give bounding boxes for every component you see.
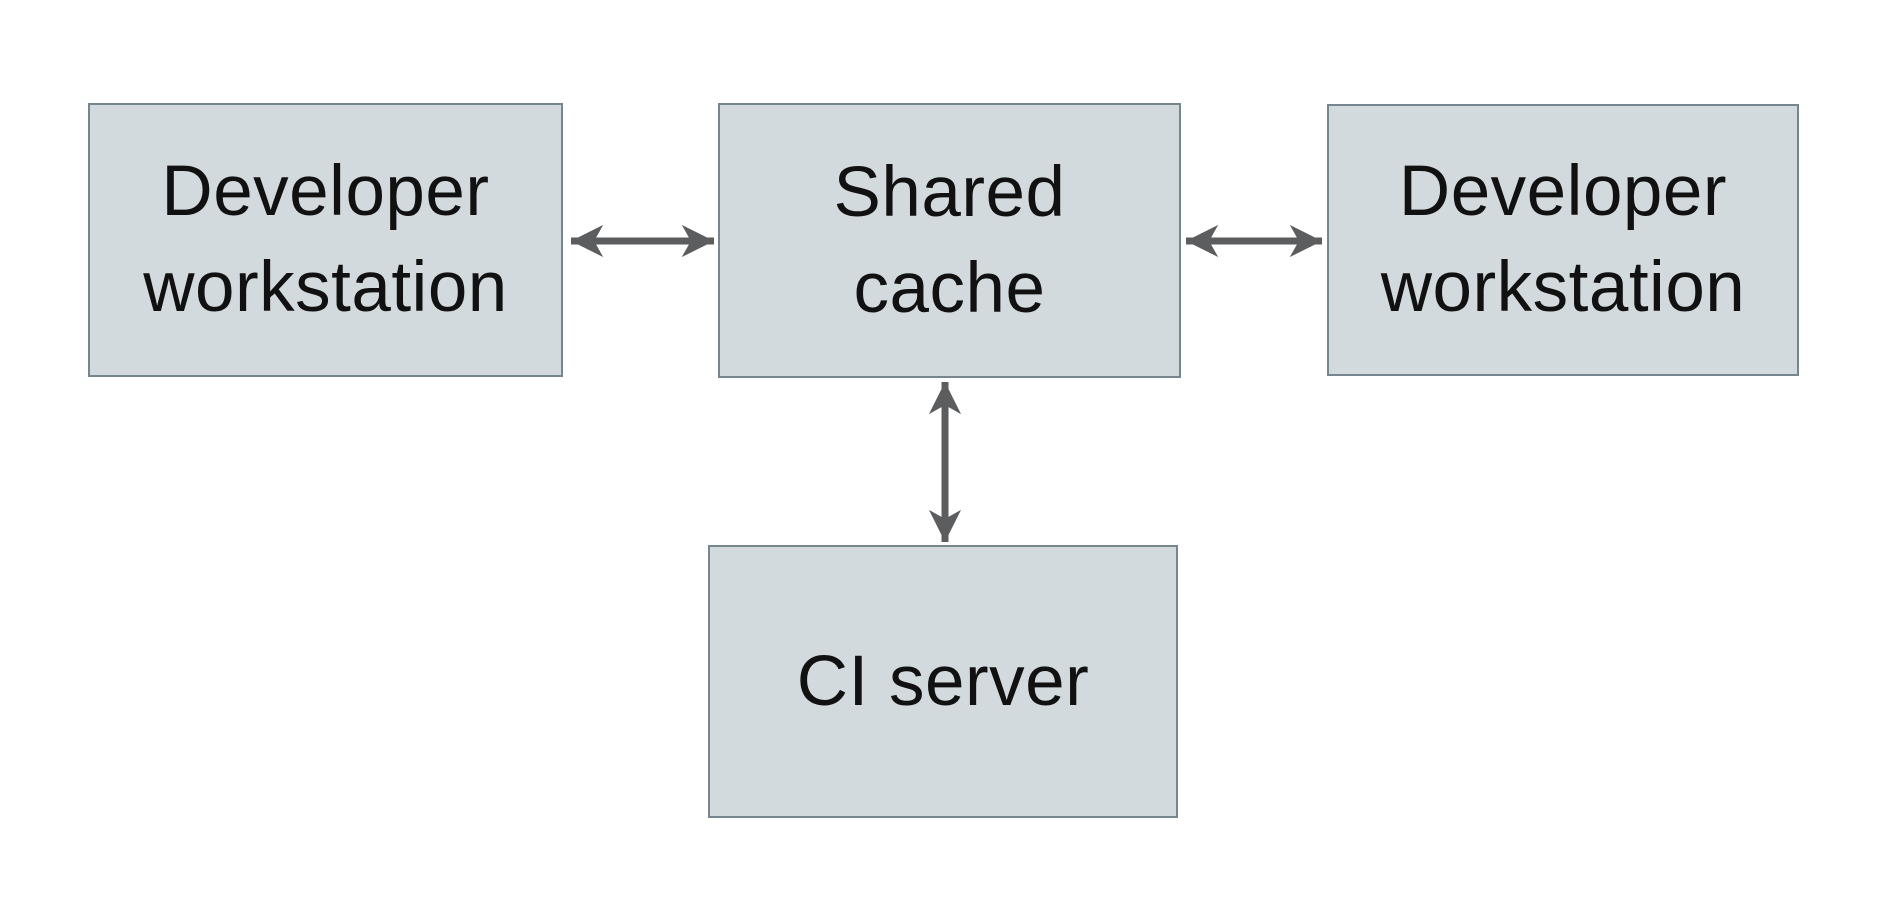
node-developer-workstation-left: Developer workstation [88, 103, 563, 377]
node-label-line: cache [853, 248, 1046, 328]
node-label-line: CI server [796, 641, 1090, 721]
node-label-line: Developer [161, 152, 490, 231]
node-label-line: workstation [143, 248, 508, 327]
node-label-line: Shared [833, 152, 1066, 232]
node-developer-workstation-right: Developer workstation [1327, 104, 1799, 376]
node-shared-cache: Shared cache [718, 103, 1181, 378]
node-label-line: workstation [1380, 248, 1746, 327]
node-ci-server: CI server [708, 545, 1178, 818]
node-label-line: Developer [1398, 152, 1728, 231]
